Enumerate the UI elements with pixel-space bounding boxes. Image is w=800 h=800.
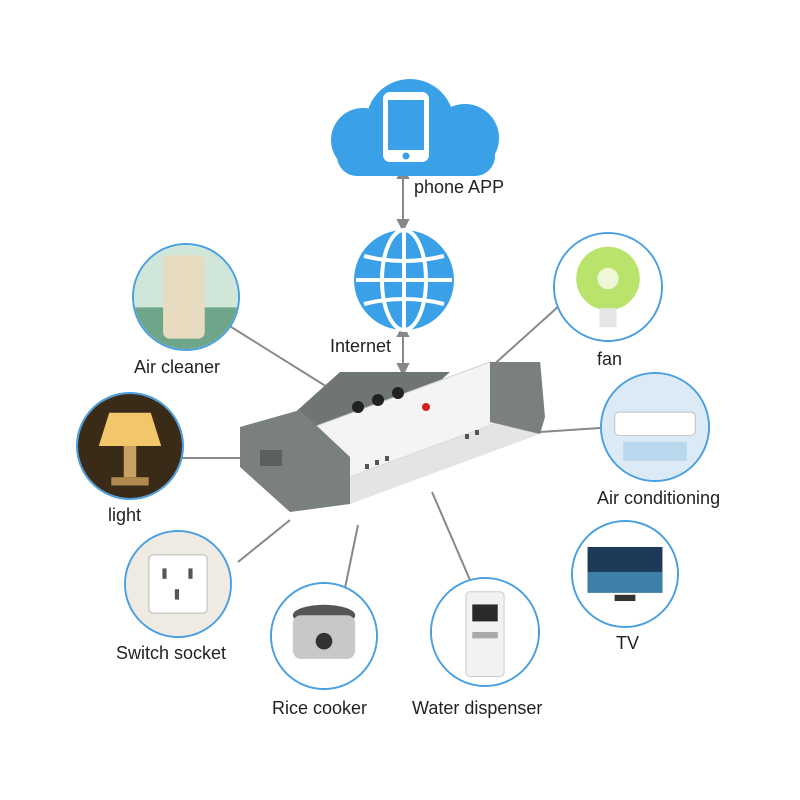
smart-switch-device	[240, 362, 545, 512]
rice-cooker-image	[270, 582, 378, 690]
label-internet: Internet	[330, 336, 392, 356]
label-rice-cooker: Rice cooker	[272, 698, 368, 718]
label-air-conditioning: Air conditioning	[597, 488, 721, 508]
air-cleaner-image	[132, 243, 240, 351]
line-switch-socket	[237, 519, 291, 563]
water-dispenser-image	[430, 577, 540, 687]
label-switch-socket: Switch socket	[116, 643, 227, 663]
label-air-cleaner: Air cleaner	[134, 357, 221, 377]
label-phone-app: phone APP	[414, 177, 505, 197]
cloud-icon	[331, 79, 499, 176]
globe-icon	[354, 228, 454, 332]
fan-image	[553, 232, 663, 342]
line-air-cleaner	[227, 324, 341, 396]
tv-image	[571, 520, 679, 628]
line-air-conditioning	[539, 427, 601, 433]
line-water-dispenser	[431, 491, 471, 581]
switch-socket-image	[124, 530, 232, 638]
label-water-dispenser: Water dispenser	[412, 698, 543, 718]
light-image	[76, 392, 184, 500]
label-tv: TV	[616, 633, 640, 653]
smartphone-icon	[383, 92, 429, 162]
label-fan: fan	[597, 349, 623, 369]
line-rice-cooker	[344, 524, 359, 589]
label-light: light	[108, 505, 142, 525]
air-conditioning-image	[600, 372, 710, 482]
line-fan	[489, 304, 561, 369]
